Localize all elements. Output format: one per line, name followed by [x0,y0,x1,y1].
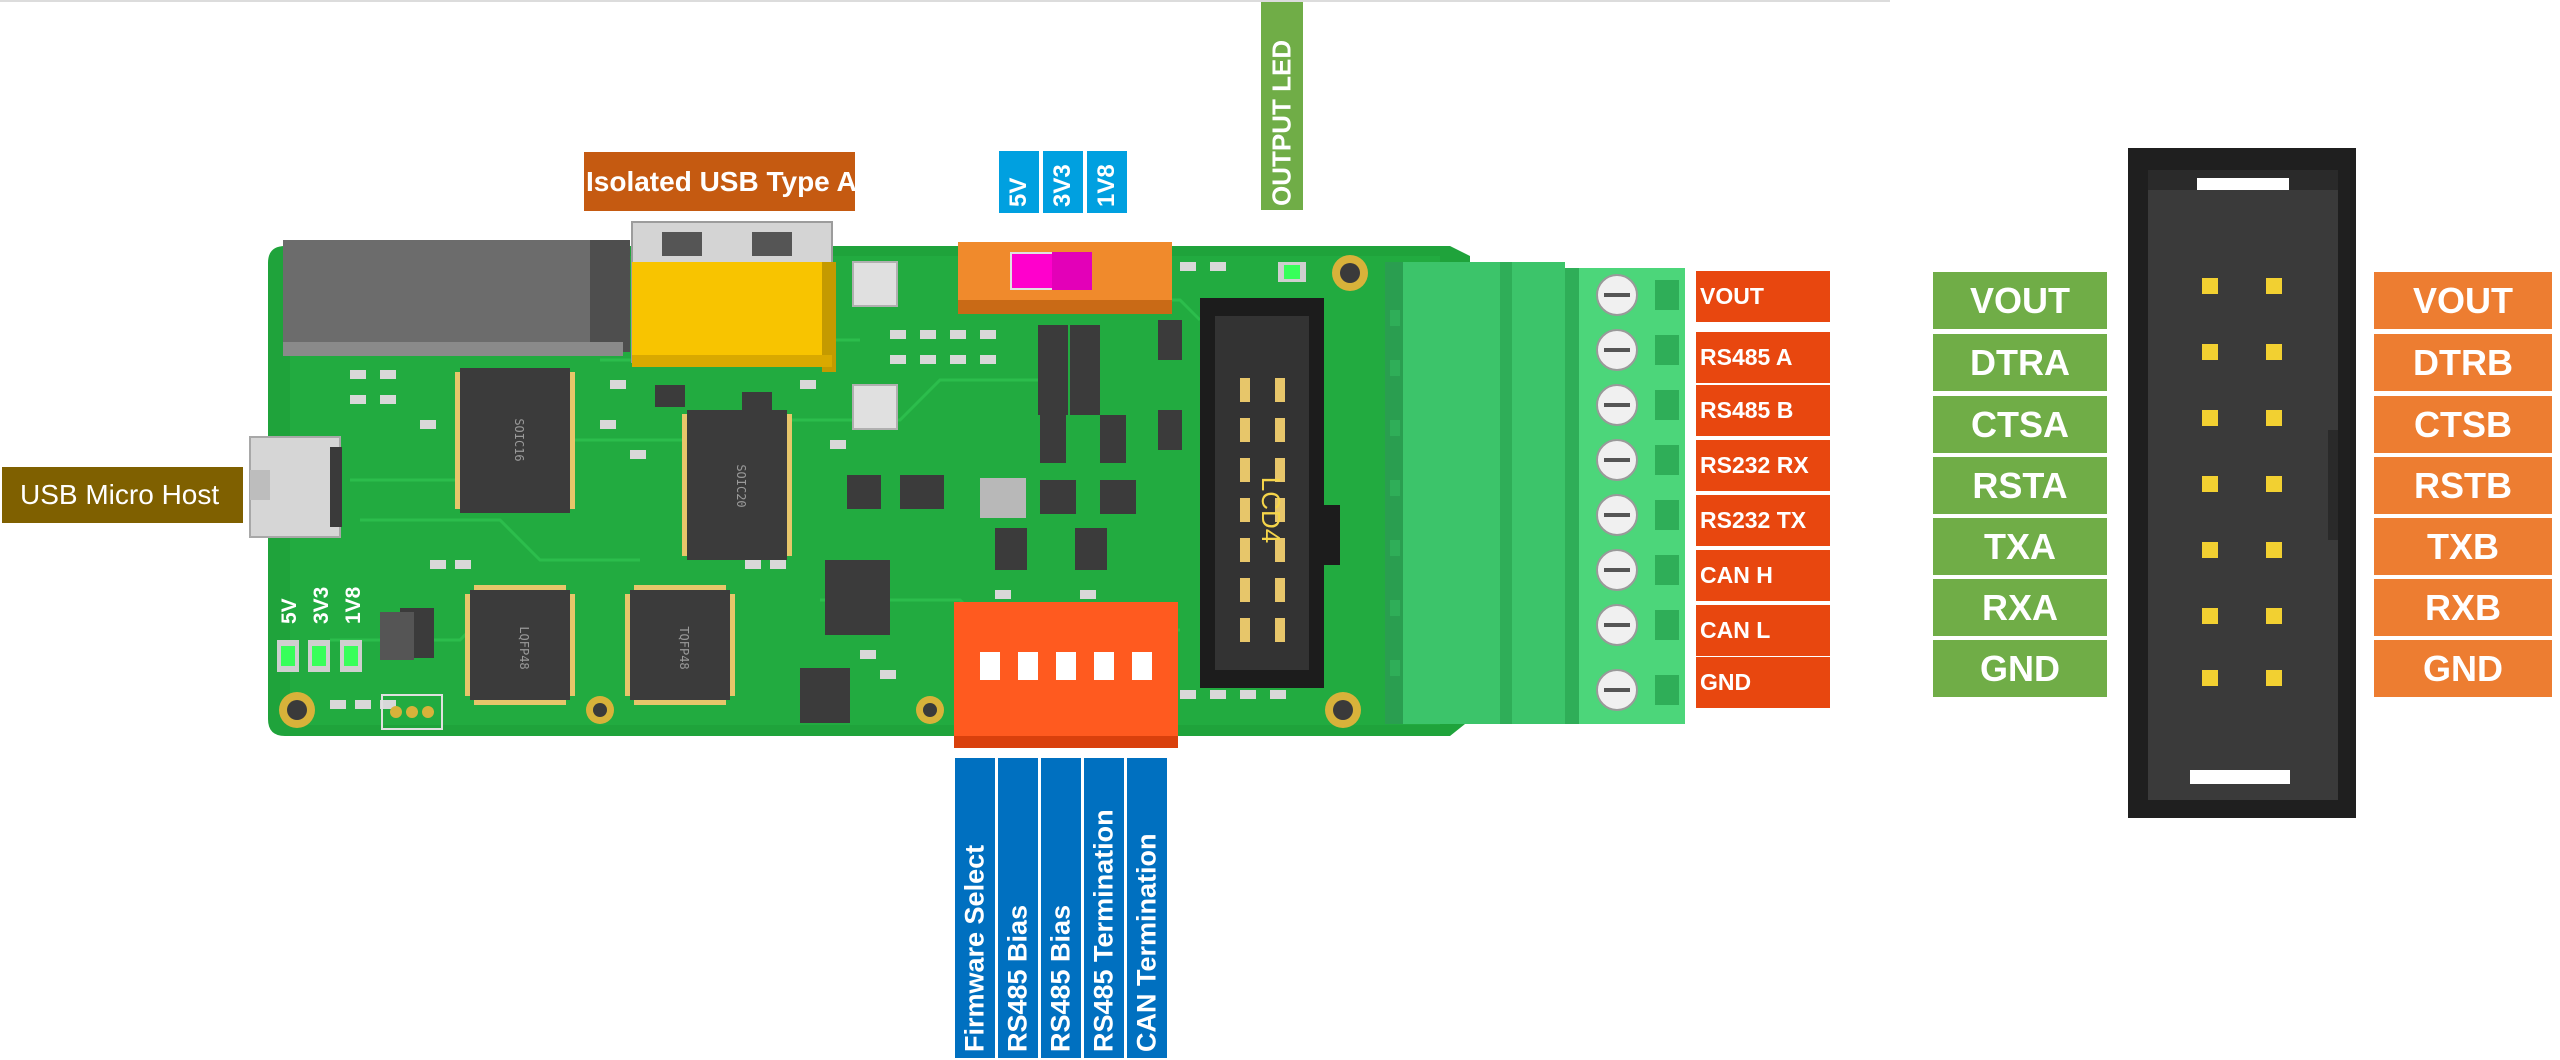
header-left-gnd: GND [1933,640,2107,697]
header-left-rsta: RSTA [1933,457,2107,514]
output-led [1278,262,1306,282]
svg-text:TQFP48: TQFP48 [677,626,691,669]
dip-label-rs485-bias-1: RS485 Bias [998,758,1038,1058]
header-right-dtrb: DTRB [2374,334,2552,391]
dip-label-firmware-select: Firmware Select [955,758,995,1058]
header-right-rstb: RSTB [2374,457,2552,514]
board-mark-1v8: 1V8 [342,586,365,624]
header-left-vout: VOUT [1933,272,2107,329]
board-idc-header: LCD4 [1200,298,1340,688]
header-right-txb: TXB [2374,518,2552,575]
idc-silk-label: LCD4 [1256,477,1286,543]
terminal-label-rs232-tx: RS232 TX [1696,495,1830,546]
board-jumper [381,694,443,730]
header-right-gnd: GND [2374,640,2552,697]
svg-text:LQFP48: LQFP48 [517,626,531,669]
usb-micro-connector [249,436,342,538]
terminal-label-gnd: GND [1696,657,1830,708]
mounting-holes [279,255,1368,728]
dip-label-rs485-termination: RS485 Termination [1084,758,1124,1058]
terminal-label-vout: VOUT [1696,271,1830,322]
header-left-ctsa: CTSA [1933,396,2107,453]
tactile-components [852,261,1026,518]
usb-type-a-label: Isolated USB Type A [584,152,857,211]
svg-text:SOIC16: SOIC16 [512,418,526,461]
header-right-vout: VOUT [2374,272,2552,329]
ic-chips: SOIC16 SOIC20 LQFP48 TQFP48 [400,320,1182,723]
output-led-label: OUTPUT LED [1261,2,1303,210]
board-mark-3v3: 3V3 [310,586,333,624]
voltage-label-1v8: 1V8 [1087,151,1127,213]
idc-header-pinout [2128,148,2356,818]
header-left-dtra: DTRA [1933,334,2107,391]
terminal-label-rs485-b: RS485 B [1696,385,1830,436]
passives [330,262,1286,709]
dip-label-rs485-bias-2: RS485 Bias [1041,758,1081,1058]
voltage-slide-switch [958,242,1172,314]
usb-type-a-connector [631,221,836,372]
dip-label-can-termination: CAN Termination [1127,758,1167,1058]
dip-switch [954,602,1178,748]
svg-text:SOIC20: SOIC20 [734,464,748,507]
board-mark-5v: 5V [278,598,301,624]
header-right-rxb: RXB [2374,579,2552,636]
terminal-label-can-l: CAN L [1696,605,1830,656]
terminal-label-rs485-a: RS485 A [1696,332,1830,383]
terminal-block [1385,262,1685,724]
voltage-leds [277,612,414,672]
terminal-label-can-h: CAN H [1696,550,1830,601]
voltage-label-5v: 5V [999,151,1039,213]
header-left-rxa: RXA [1933,579,2107,636]
terminal-label-rs232-rx: RS232 RX [1696,440,1830,491]
usb-micro-host-label: USB Micro Host [2,467,243,523]
header-left-txa: TXA [1933,518,2107,575]
isolator-block [283,240,630,356]
voltage-label-3v3: 3V3 [1043,151,1083,213]
ic-leads [455,372,792,705]
header-right-ctsb: CTSB [2374,396,2552,453]
